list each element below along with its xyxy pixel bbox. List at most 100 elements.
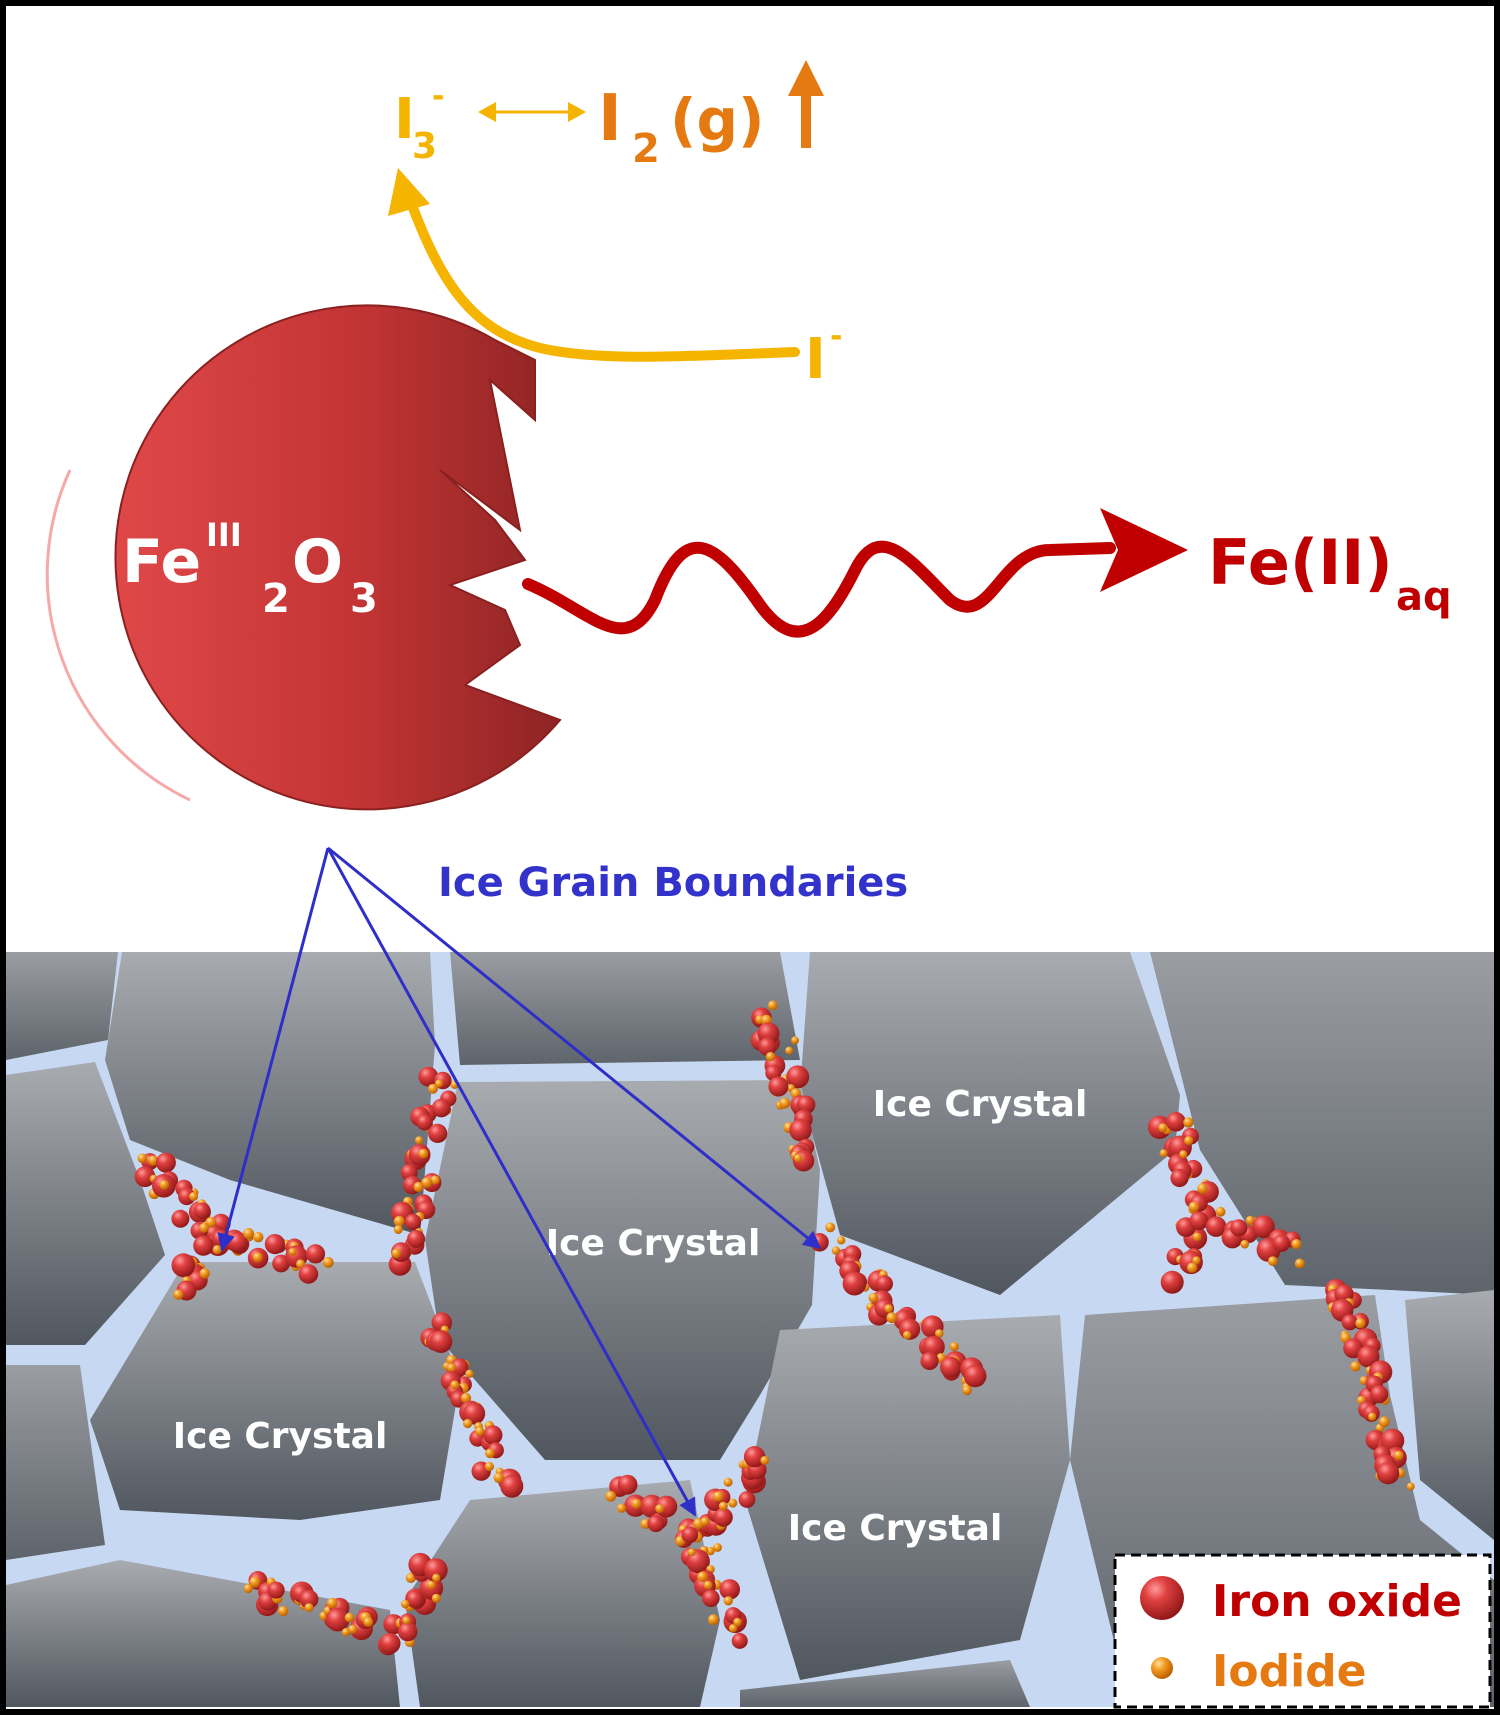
- iodide-particle-dot: [760, 1456, 770, 1465]
- iodide-particle-dot: [1197, 1183, 1208, 1194]
- iodide-particle-dot: [460, 1392, 472, 1404]
- iodide-particle-dot: [212, 1245, 222, 1255]
- iodide-particle-dot: [713, 1491, 724, 1502]
- iron-oxide-particle-dot: [719, 1579, 740, 1600]
- dissolution-arrow: [522, 508, 1188, 638]
- iodide-particle-dot: [391, 1248, 402, 1259]
- iron-oxide-particle-dot: [379, 1633, 401, 1654]
- iron-oxide-particle-dot: [428, 1123, 448, 1143]
- iodide-particle-dot: [1245, 1215, 1255, 1225]
- iron-oxide-particle-dot: [1230, 1219, 1248, 1237]
- iodide-particle-dot: [288, 1247, 297, 1256]
- iron-oxide-particle-dot: [193, 1202, 211, 1219]
- oxide-subscript-3: 3: [350, 576, 378, 622]
- grain-boundaries-label: Ice Grain Boundaries: [438, 860, 908, 906]
- iron-oxide-particle-dot: [1251, 1215, 1275, 1239]
- iodide-particle-dot: [243, 1228, 255, 1239]
- legend-iodide: Iodide: [1212, 1646, 1367, 1697]
- product-base: Fe(II): [1208, 526, 1393, 599]
- iodide-particle-dot: [733, 1617, 742, 1627]
- iodide-particle-dot: [418, 1148, 429, 1159]
- iron-oxide-particle-dot: [406, 1590, 424, 1609]
- iron-oxide-particle-dot: [963, 1364, 987, 1388]
- iodide-label: I -: [805, 319, 842, 392]
- iodine-phase: (g): [670, 86, 765, 154]
- iodide-superscript: -: [830, 319, 842, 354]
- iron-oxide-particle-dot: [305, 1244, 326, 1264]
- iron-oxide-particle-dot: [404, 1213, 422, 1231]
- iodide-particle-dot: [723, 1596, 733, 1606]
- iron-oxide-particle-dot: [647, 1515, 665, 1533]
- iodide-particle-dot: [426, 1580, 436, 1590]
- iron-oxide-particle: [114, 304, 562, 811]
- iodide-particle-dot: [402, 1616, 411, 1625]
- triiodide-subscript: 3: [412, 126, 437, 167]
- iodide-particle-dot: [902, 1330, 912, 1340]
- ice-grain: [6, 1062, 165, 1345]
- iodide-particle-dot: [616, 1503, 627, 1513]
- iron-oxide-particle-dot: [768, 1076, 789, 1097]
- iodide-particle-dot: [421, 1177, 433, 1188]
- iodide-particle-dot: [765, 1051, 776, 1062]
- iodide-particle-dot: [868, 1292, 879, 1303]
- iodide-particle-dot: [348, 1624, 358, 1634]
- iodide-particle-dot: [1159, 1149, 1168, 1158]
- oxide-o: O: [292, 527, 343, 597]
- iodide-particle-dot: [1192, 1256, 1201, 1265]
- iodide-particle-dot: [687, 1548, 696, 1557]
- iodide-particle-dot: [1179, 1150, 1188, 1159]
- oxide-superscript: III: [206, 516, 242, 554]
- iron-oxide-particle-dot: [1380, 1428, 1405, 1453]
- iodide-particle-dot: [148, 1155, 159, 1166]
- iodide-particle-dot: [475, 1426, 485, 1437]
- iron-oxide-particle-dot: [264, 1234, 285, 1255]
- iron-oxide-particle-dot: [500, 1474, 524, 1498]
- iodide-particle-dot: [173, 1289, 184, 1300]
- iodide-particle-dot: [713, 1543, 722, 1552]
- iodide-legend-marker: [1151, 1657, 1173, 1679]
- ice-grain: [6, 952, 118, 1060]
- iron-oxide-particle-dot: [429, 1330, 453, 1353]
- iodide-particle-dot: [344, 1612, 355, 1623]
- iodide-particle-dot: [1267, 1256, 1278, 1266]
- ice-grain: [1150, 952, 1494, 1295]
- iron-oxide-particle-dot: [1205, 1216, 1227, 1237]
- iodide-particle-dot: [791, 1036, 799, 1045]
- iodine-subscript: 2: [632, 126, 660, 172]
- iron-oxide-particle-dot: [738, 1491, 756, 1508]
- iron-oxide-legend-marker: [1140, 1576, 1184, 1620]
- ice-crystal-label: Ice Crystal: [173, 1416, 388, 1457]
- ice-grain: [105, 952, 435, 1235]
- iron-oxide-particle-dot: [681, 1526, 699, 1544]
- iodide-particle-dot: [837, 1236, 846, 1245]
- iodide-particle-dot: [463, 1418, 473, 1429]
- triiodide-base: I: [394, 87, 415, 152]
- legend-box: [1113, 1553, 1492, 1709]
- iron-oxide-particle-dot: [171, 1253, 196, 1278]
- iodide-particle-dot: [962, 1385, 972, 1396]
- particle-clusters: [134, 1000, 1415, 1656]
- iodide-particle-dot: [886, 1312, 898, 1324]
- iodide-particle-dot: [1183, 1117, 1194, 1128]
- iodide-particle-dot: [415, 1136, 423, 1145]
- iron-oxide-particle-dot: [920, 1351, 939, 1371]
- iodide-particle-dot: [935, 1329, 944, 1338]
- iron-oxide-particle-dot: [842, 1271, 867, 1296]
- iodine-base: I: [598, 82, 622, 156]
- boundary-arrow: [327, 846, 822, 1250]
- iodide-particle-dot: [949, 1342, 959, 1352]
- iodide-particle-dot: [304, 1603, 314, 1613]
- iodide-particle-dot: [884, 1304, 893, 1313]
- iodide-particle-dot: [413, 1181, 424, 1193]
- iodide-particle-dot: [431, 1593, 441, 1603]
- iron-oxide-particle-dot: [134, 1166, 156, 1188]
- iodide-particle-dot: [779, 1097, 791, 1109]
- iodide-particle-dot: [703, 1580, 713, 1590]
- iodide-particle-dot: [697, 1571, 708, 1583]
- iodide-particle-dot: [700, 1517, 710, 1526]
- iron-oxide-particle-dot: [1341, 1314, 1358, 1331]
- iodide-particle-dot: [137, 1153, 148, 1164]
- legend: Iron oxide Iodide: [1113, 1553, 1492, 1709]
- iron-oxide-particle-dot: [786, 1065, 810, 1089]
